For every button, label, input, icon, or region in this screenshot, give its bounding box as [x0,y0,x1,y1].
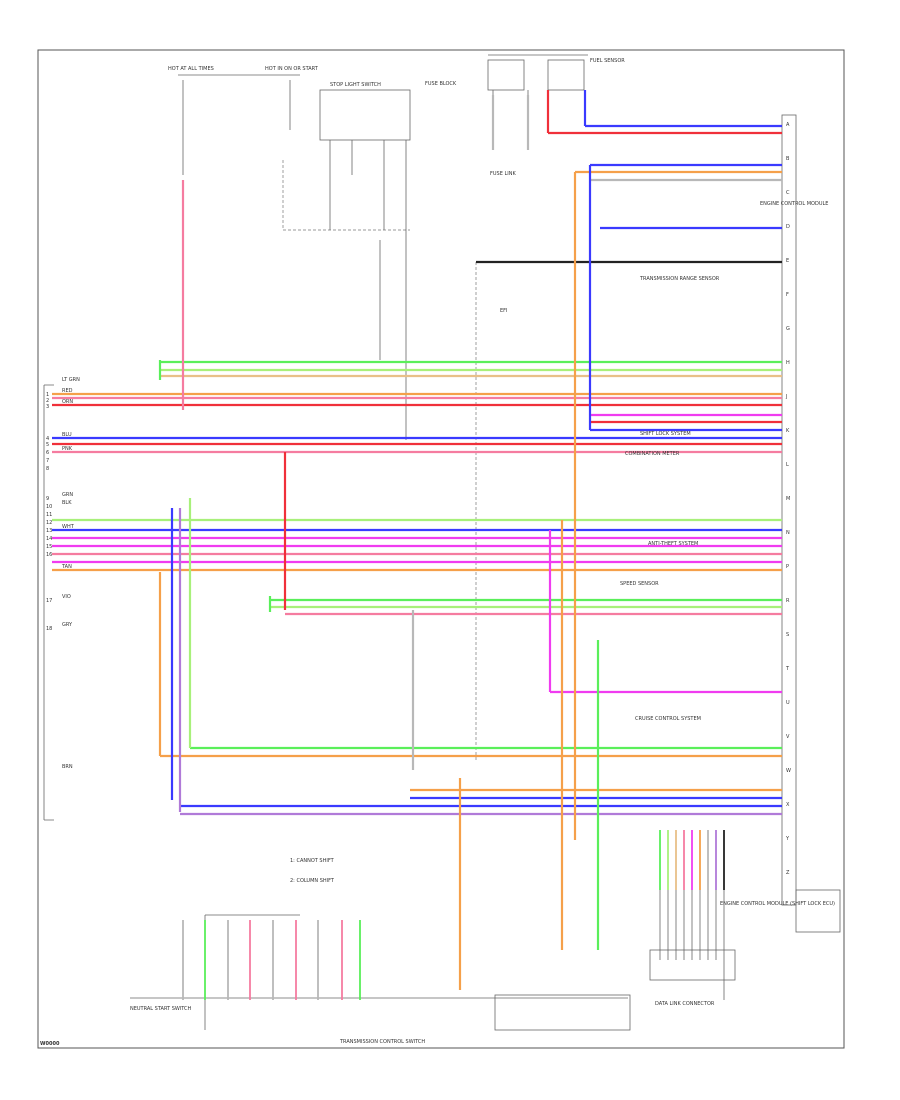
wires-layer [52,90,782,1000]
bottom-switch-box [494,994,631,1031]
pin-left-16: 17 [46,598,52,604]
pin-right-21: Y [785,836,790,842]
pin-right-8: J [785,394,787,400]
label-ecm-bottom-right: ENGINE CONTROL MODULE (SHIFT LOCK ECU) [720,901,835,907]
pin-right-1: B [786,156,790,162]
pin-left-9: 10 [46,504,52,510]
pin-right-3: D [786,224,790,230]
label-trans-range: TRANSMISSION RANGE SENSOR [639,276,720,282]
wire-tag-3: BLU [62,432,72,438]
label-fuse-link: FUSE LINK [490,171,516,177]
label-speed-sensor: SPEED SENSOR [620,581,659,587]
pin-right-19: W [786,768,791,774]
pin-left-3: 4 [46,436,49,442]
pin-right-13: P [786,564,789,570]
fuse-block-box [319,89,411,141]
pin-right-15: S [786,632,789,638]
wire-tag-8: TAN [61,564,72,570]
label-center-note: EFI [500,308,508,314]
pin-left-7: 8 [46,466,49,472]
wire-tag-10: GRY [62,622,73,628]
pin-left-5: 6 [46,450,49,456]
diagram-frame [37,49,845,1049]
legend-line-2: 2: COLUMN SHIFT [290,878,335,884]
pin-left-10: 11 [46,512,52,518]
label-fuse-block: FUSE BLOCK [425,81,457,87]
pin-left-0: 1 [46,392,49,398]
fuse-block-links [329,140,407,230]
wire-tag-9: VIO [62,594,71,600]
pin-left-1: 2 [46,398,49,404]
label-anti-theft: ANTI-THEFT SYSTEM [648,541,698,547]
bottom-right-box [649,949,736,981]
pin-left-14: 15 [46,544,52,550]
pin-right-11: M [786,496,790,502]
tags-layer: LT GRN RED ORN BLU PNK GRN BLK WHT TAN VIO GRY BRN [61,377,80,770]
label-top-hot-left: HOT AT ALL TIMES [168,66,214,72]
pin-right-5: F [786,292,789,298]
label-stop-header: STOP LIGHT SWITCH [330,82,381,88]
label-cruise: CRUISE CONTROL SYSTEM [635,716,701,722]
footer-code: W0000 [40,1041,60,1047]
pin-left-2: 3 [46,404,49,410]
pin-left-17: 18 [46,626,52,632]
wire-tag-2: ORN [62,399,73,405]
left-connector-bracket [43,384,54,821]
pin-right-18: V [786,734,790,740]
fuel-sensor-box [487,59,525,91]
bottom-left-frame [204,914,300,1030]
legend-line-1: 1: CANNOT SHIFT [290,858,335,864]
pin-left-13: 14 [46,536,52,542]
label-ecm-tr: ENGINE CONTROL MODULE [760,201,828,207]
pin-right-9: K [786,428,790,434]
pin-right-12: N [786,530,790,536]
label-bottom-right: DATA LINK CONNECTOR [655,1001,715,1007]
wire-tag-11: BRN [62,764,73,770]
pin-left-12: 13 [46,528,52,534]
label-fuel-sensor: FUEL SENSOR [590,58,625,64]
pin-right-0: A [786,122,790,128]
pin-right-7: H [786,360,790,366]
pin-right-14: R [786,598,790,604]
pin-right-17: U [786,700,790,706]
label-bottom-left: NEUTRAL START SWITCH [130,1006,192,1012]
pin-right-16: T [785,666,790,672]
pin-right-4: E [786,258,789,264]
wire-tag-5: GRN [62,492,73,498]
wire-tag-0: LT GRN [62,377,80,383]
pins-layer: 123456789101112131415161718ABCDEFGHJKLMN… [46,122,791,876]
pin-left-15: 16 [46,552,52,558]
fuel-sensor-leads [492,90,529,150]
pin-right-6: G [786,326,790,332]
label-combination: COMBINATION METER [625,451,680,457]
label-bottom-center: TRANSMISSION CONTROL SWITCH [339,1039,425,1045]
pin-left-6: 7 [46,458,49,464]
pin-left-8: 9 [46,496,49,502]
pin-right-20: X [786,802,790,808]
wire-tag-7: WHT [62,524,75,530]
wire-tag-4: PNK [62,446,73,452]
label-top-hot-mid: HOT IN ON OR START [265,66,319,72]
pin-right-22: Z [786,870,790,876]
pin-right-2: C [786,190,790,196]
bottom-right-fan [659,830,725,1000]
wire-tag-6: BLK [62,500,72,506]
fuse-dash-left [282,160,410,231]
wire-tag-1: RED [62,388,73,394]
fuel-sensor-box-2 [547,59,585,91]
label-shift-lock: SHIFT LOCK SYSTEM [640,431,691,437]
pin-left-11: 12 [46,520,52,526]
ecm-side-box [795,889,841,933]
pin-right-10: L [786,462,789,468]
pin-left-4: 5 [46,442,49,448]
ecm-connector-block [781,114,797,906]
